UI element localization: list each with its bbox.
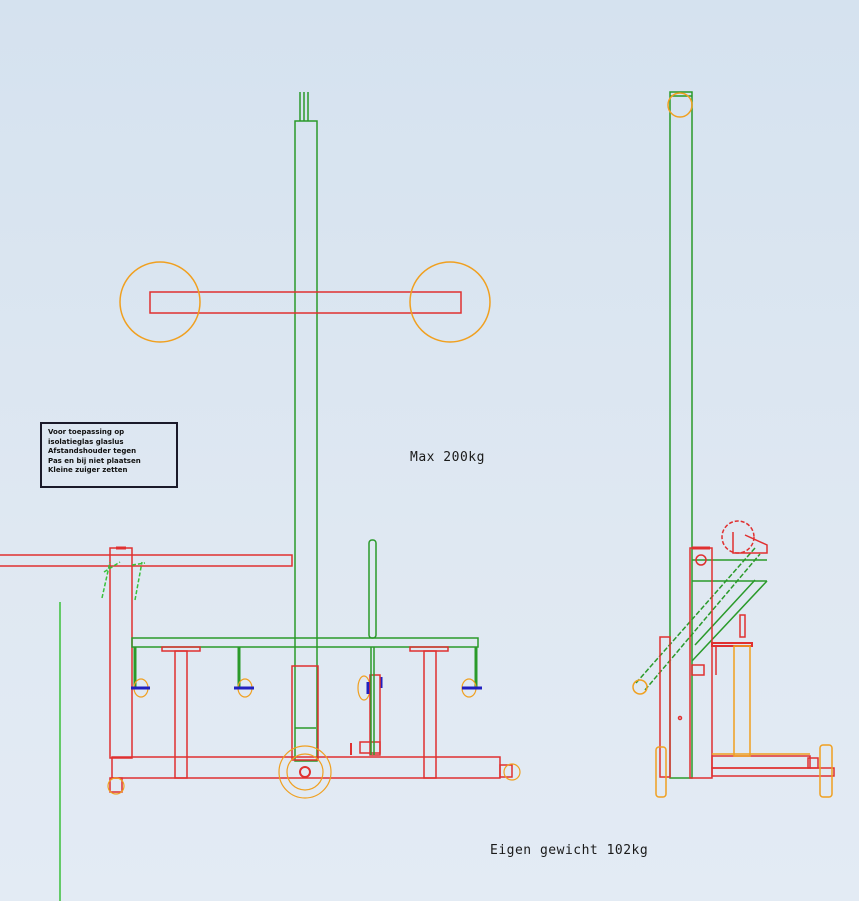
note-line: isolatieglas glaslus [48,437,124,446]
note-line: Afstandshouder tegen [48,447,137,455]
side-arm [0,546,293,759]
own-weight-label: Eigen gewicht 102kg [490,843,649,858]
note-box: Voor toepassing op isolatieglas glaslus … [40,422,178,488]
front-view [0,92,521,901]
suction-heads [131,675,482,701]
max-load-label: Max 200kg [410,450,485,465]
suction-crossbar [119,261,491,343]
suction-cup-right [409,261,491,343]
suction-cup-left [119,261,201,343]
mast [294,92,318,762]
handle [368,539,377,755]
note-line: Kleine zuiger zetten [48,466,128,474]
note-line: Voor toepassing op [48,428,125,436]
side-view [632,91,835,798]
wheels [107,745,521,799]
frame-legs [161,646,449,779]
clamp-dashes [101,561,146,601]
glass-beam [131,637,479,688]
note-line: Pas en bij niet plaatsen [48,456,141,465]
